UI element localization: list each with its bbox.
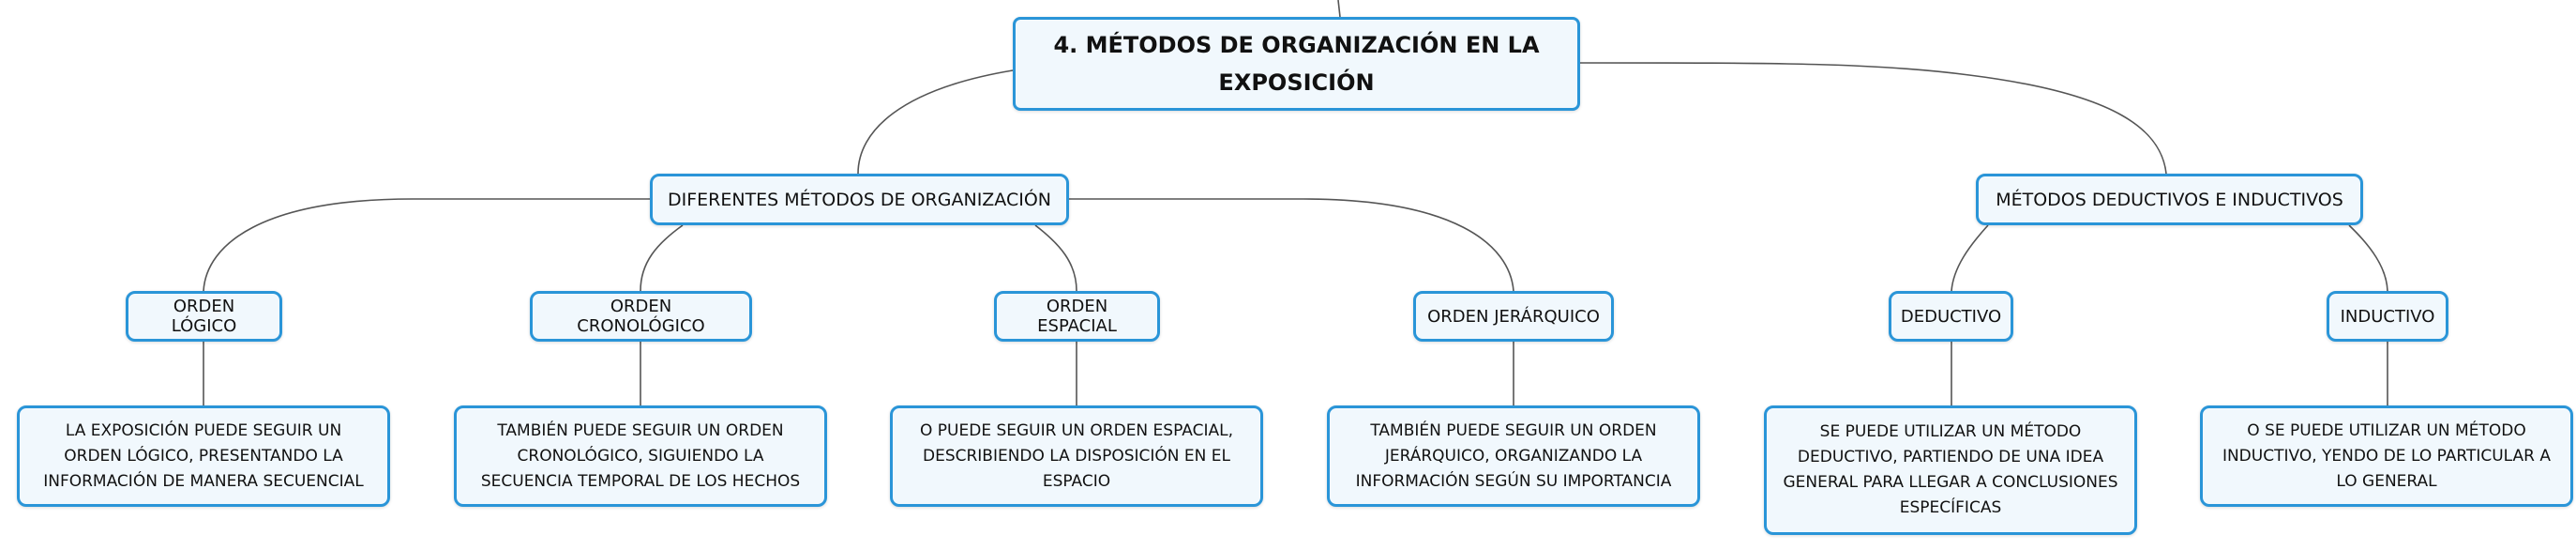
- leaf-orden-jerarquico[interactable]: TAMBIÉN PUEDE SEGUIR UN ORDEN JERÁRQUICO…: [1327, 405, 1700, 507]
- root-topic[interactable]: 4. MÉTODOS DE ORGANIZACIÓN EN LA EXPOSIC…: [1013, 17, 1580, 111]
- topic-orden-jerarquico-label: ORDEN JERÁRQUICO: [1427, 306, 1600, 327]
- topic-deductivo[interactable]: DEDUCTIVO: [1889, 291, 2013, 342]
- topic-deductivo-label: DEDUCTIVO: [1900, 306, 2002, 327]
- root-topic-label: 4. MÉTODOS DE ORGANIZACIÓN EN LA EXPOSIC…: [1053, 32, 1540, 96]
- connector-top-stub: [1337, 0, 1341, 18]
- leaf-orden-jerarquico-text: TAMBIÉN PUEDE SEGUIR UN ORDEN JERÁRQUICO…: [1355, 420, 1672, 491]
- topic-inductivo-label: INDUCTIVO: [2340, 306, 2435, 327]
- leaf-orden-logico[interactable]: LA EXPOSICIÓN PUEDE SEGUIR UN ORDEN LÓGI…: [17, 405, 390, 507]
- leaf-orden-logico-text: LA EXPOSICIÓN PUEDE SEGUIR UN ORDEN LÓGI…: [43, 420, 364, 491]
- leaf-orden-cronologico-text: TAMBIÉN PUEDE SEGUIR UN ORDEN CRONOLÓGIC…: [480, 420, 801, 491]
- connector-root-to-branch-2: [1579, 62, 2167, 175]
- connector-branch-2-to-inductivo: [2348, 224, 2388, 292]
- leaf-deductivo-text: SE PUEDE UTILIZAR UN MÉTODO DEDUCTIVO, P…: [1783, 422, 2118, 517]
- topic-orden-jerarquico[interactable]: ORDEN JERÁRQUICO: [1413, 291, 1614, 342]
- leaf-deductivo[interactable]: SE PUEDE UTILIZAR UN MÉTODO DEDUCTIVO, P…: [1764, 405, 2137, 535]
- topic-orden-cronologico-label: ORDEN CRONOLÓGICO: [577, 297, 705, 336]
- connector-branch-1-to-orden-jerarquico: [1069, 198, 1514, 292]
- topic-orden-cronologico[interactable]: ORDEN CRONOLÓGICO: [530, 291, 752, 342]
- leaf-inductivo-text: O SE PUEDE UTILIZAR UN MÉTODO INDUCTIVO,…: [2222, 420, 2552, 491]
- leaf-orden-espacial[interactable]: O PUEDE SEGUIR UN ORDEN ESPACIAL, DESCRI…: [890, 405, 1263, 507]
- connector-branch-1-to-orden-logico: [203, 198, 650, 292]
- connector-root-to-branch-1: [857, 69, 1014, 175]
- topic-orden-espacial-label: ORDEN ESPACIAL: [1037, 297, 1117, 336]
- connector-branch-1-to-orden-espacial: [1034, 224, 1077, 292]
- topic-inductivo[interactable]: INDUCTIVO: [2327, 291, 2448, 342]
- branch-diferentes-metodos[interactable]: DIFERENTES MÉTODOS DE ORGANIZACIÓN: [650, 174, 1069, 225]
- connector-branch-1-to-orden-cronologico: [640, 224, 684, 292]
- leaf-orden-cronologico[interactable]: TAMBIÉN PUEDE SEGUIR UN ORDEN CRONOLÓGIC…: [454, 405, 827, 507]
- leaf-inductivo[interactable]: O SE PUEDE UTILIZAR UN MÉTODO INDUCTIVO,…: [2200, 405, 2573, 507]
- branch-diferentes-metodos-label: DIFERENTES MÉTODOS DE ORGANIZACIÓN: [667, 189, 1052, 210]
- leaf-orden-espacial-text: O PUEDE SEGUIR UN ORDEN ESPACIAL, DESCRI…: [920, 420, 1233, 491]
- topic-orden-espacial[interactable]: ORDEN ESPACIAL: [994, 291, 1160, 342]
- connector-branch-2-to-deductivo: [1951, 224, 1989, 292]
- topic-orden-logico[interactable]: ORDEN LÓGICO: [126, 291, 282, 342]
- topic-orden-logico-label: ORDEN LÓGICO: [171, 297, 237, 336]
- branch-metodos-deductivos-inductivos-label: MÉTODOS DEDUCTIVOS E INDUCTIVOS: [1996, 189, 2343, 210]
- branch-metodos-deductivos-inductivos[interactable]: MÉTODOS DEDUCTIVOS E INDUCTIVOS: [1976, 174, 2363, 225]
